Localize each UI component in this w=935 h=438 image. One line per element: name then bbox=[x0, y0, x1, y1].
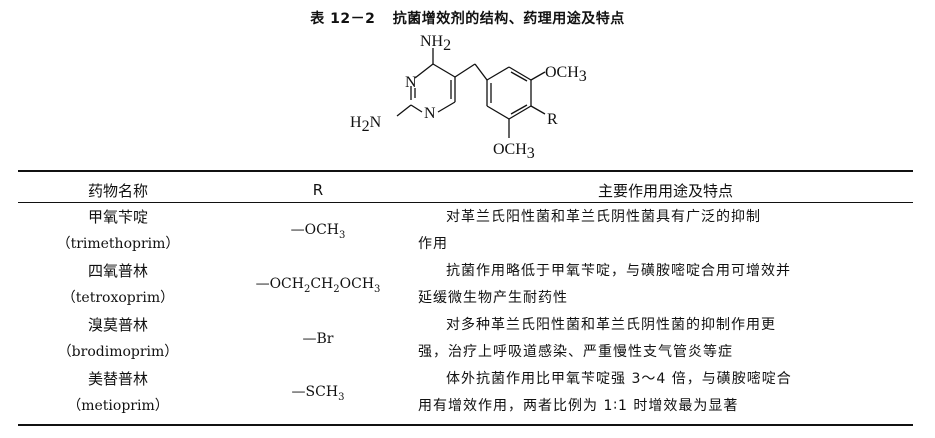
table-title-text: 抗菌增效剂的结构、药理用途及特点 bbox=[392, 11, 625, 27]
use-cell: 对革兰氏阳性菌和革兰氏阴性菌具有广泛的抑制 作用 bbox=[418, 204, 913, 258]
use-line-1: 对革兰氏阳性菌和革兰氏阴性菌具有广泛的抑制 bbox=[446, 209, 761, 225]
r-group-cell: —Br bbox=[302, 331, 334, 347]
drug-name-en: （metioprim） bbox=[67, 398, 169, 414]
r-group-cell: —SCH3 bbox=[291, 383, 345, 403]
drug-name-cell: 溴莫普林 （brodimoprim） bbox=[18, 312, 218, 366]
use-cell: 对多种革兰氏阳性菌和革兰氏阴性菌的抑制作用更 强，治疗上呼吸道感染、严重慢性支气… bbox=[418, 312, 913, 366]
drug-name-en: （trimethoprim） bbox=[56, 236, 180, 252]
use-line-1: 体外抗菌作用比甲氧苄啶强 3～4 倍，与磺胺嘧啶合 bbox=[446, 371, 792, 387]
ring-nitrogen-bottom: N bbox=[424, 105, 436, 122]
table-row: 美替普林 （metioprim） —SCH3 体外抗菌作用比甲氧苄啶强 3～4 … bbox=[18, 366, 913, 420]
chemical-structure-diagram: NH2 N N H2N OCH3 R OCH3 bbox=[350, 33, 587, 162]
r-substituent-label: R bbox=[547, 111, 558, 128]
table-bottom-rule bbox=[18, 424, 913, 426]
structure-bonds bbox=[396, 48, 546, 138]
drug-name-cn: 四氧普林 bbox=[87, 262, 148, 280]
drug-name-cn: 溴莫普林 bbox=[87, 316, 148, 334]
use-line-2: 用有增效作用，两者比例为 1∶1 时增效最为显著 bbox=[418, 398, 739, 414]
r-group-cell: —OCH3 bbox=[290, 221, 346, 241]
drug-name-cell: 四氧普林 （tetroxoprim） bbox=[18, 258, 218, 312]
use-cell: 抗菌作用略低于甲氧苄啶，与磺胺嘧啶合用可增效并 延缓微生物产生耐药性 bbox=[418, 258, 913, 312]
drug-name-cell: 美替普林 （metioprim） bbox=[18, 366, 218, 420]
use-line-2: 延缓微生物产生耐药性 bbox=[418, 290, 568, 306]
nh2-top-label: NH2 bbox=[420, 33, 451, 54]
drug-name-cell: 甲氧苄啶 （trimethoprim） bbox=[18, 204, 218, 258]
header-r: R bbox=[312, 181, 324, 199]
r-group-cell: —OCH2CH2OCH3 bbox=[255, 275, 381, 295]
use-line-1: 抗菌作用略低于甲氧苄啶，与磺胺嘧啶合用可增效并 bbox=[446, 263, 791, 279]
table-header-rule bbox=[18, 202, 913, 203]
drug-name-en: （brodimoprim） bbox=[57, 344, 179, 360]
use-cell: 体外抗菌作用比甲氧苄啶强 3～4 倍，与磺胺嘧啶合 用有增效作用，两者比例为 1… bbox=[418, 366, 913, 420]
table-number: 表 12－2 bbox=[310, 11, 376, 27]
ring-nitrogen-left: N bbox=[405, 74, 417, 91]
table-top-rule bbox=[18, 170, 913, 172]
drug-name-cn: 美替普林 bbox=[87, 370, 148, 388]
header-use: 主要作用用途及特点 bbox=[597, 181, 733, 200]
table-row: 四氧普林 （tetroxoprim） —OCH2CH2OCH3 抗菌作用略低于甲… bbox=[18, 258, 913, 312]
table-row: 甲氧苄啶 （trimethoprim） —OCH3 对革兰氏阳性菌和革兰氏阴性菌… bbox=[18, 204, 913, 258]
och3-bottom-label: OCH3 bbox=[493, 141, 535, 162]
use-line-2: 作用 bbox=[418, 236, 448, 252]
drug-name-cn: 甲氧苄啶 bbox=[87, 208, 148, 226]
header-drug-name: 药物名称 bbox=[87, 181, 148, 200]
use-line-1: 对多种革兰氏阳性菌和革兰氏阴性菌的抑制作用更 bbox=[446, 317, 776, 333]
table-header-row: 药物名称 R 主要作用用途及特点 bbox=[18, 176, 913, 204]
use-line-2: 强，治疗上呼吸道感染、严重慢性支气管炎等症 bbox=[418, 344, 733, 360]
table-row: 溴莫普林 （brodimoprim） —Br 对多种革兰氏阳性菌和革兰氏阴性菌的… bbox=[18, 312, 913, 366]
drug-name-en: （tetroxoprim） bbox=[61, 290, 175, 306]
och3-top-label: OCH3 bbox=[545, 64, 587, 85]
drug-table: 药物名称 R 主要作用用途及特点 甲氧苄啶 （trimethoprim） —OC… bbox=[18, 176, 913, 420]
table-title: 表 12－2 抗菌增效剂的结构、药理用途及特点 bbox=[0, 8, 935, 28]
h2n-label: H2N bbox=[350, 114, 382, 135]
